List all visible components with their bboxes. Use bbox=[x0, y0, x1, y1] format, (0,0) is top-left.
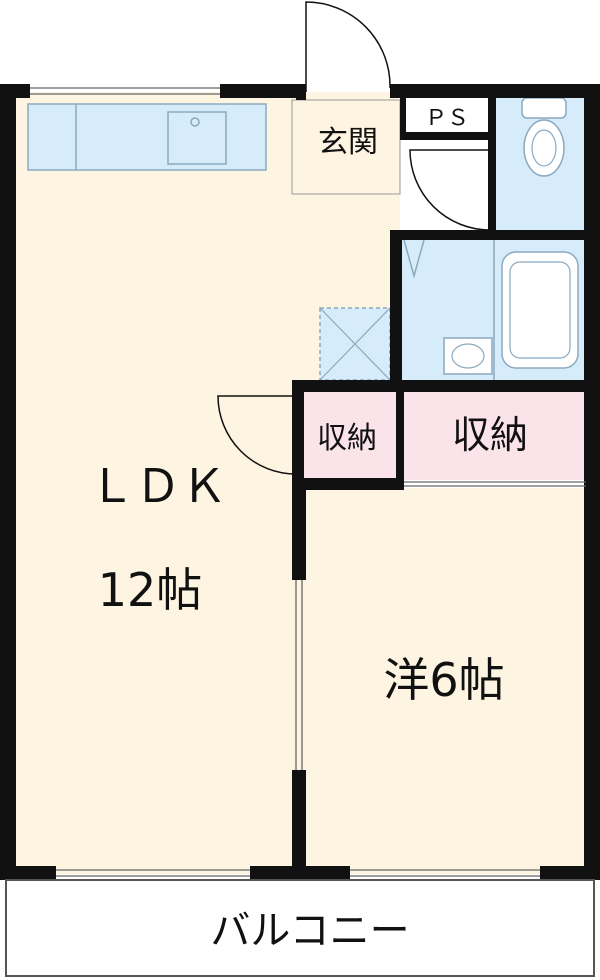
ldk-size-label: 12帖 bbox=[98, 563, 203, 617]
bath-door-icon bbox=[403, 239, 425, 279]
washbasin-icon bbox=[443, 337, 493, 375]
floor-areas bbox=[12, 92, 590, 874]
door-swings bbox=[217, 1, 491, 475]
ps-label: ＰＳ bbox=[425, 106, 469, 131]
bathtub-icon bbox=[501, 251, 579, 369]
ldk-door-icon bbox=[217, 395, 297, 475]
storage-large-floor bbox=[400, 388, 590, 480]
walls bbox=[0, 84, 600, 880]
storage-small-floor bbox=[300, 388, 400, 480]
sink-icon bbox=[167, 111, 227, 165]
western-room-floor bbox=[300, 488, 590, 874]
storage-small-label: 収納 bbox=[317, 421, 377, 456]
western-room-label: 洋6帖 bbox=[383, 653, 504, 707]
storage-large-label: 収納 bbox=[452, 413, 528, 457]
genkan-label: 玄関 bbox=[318, 125, 378, 160]
entrance-step bbox=[291, 99, 401, 195]
balcony bbox=[5, 879, 595, 977]
toilet-door-icon bbox=[409, 149, 491, 231]
entrance-floor bbox=[296, 92, 400, 194]
ldk-floor bbox=[12, 92, 300, 874]
windows bbox=[30, 87, 586, 877]
toilet-icon bbox=[521, 97, 567, 177]
drain-icon bbox=[190, 117, 200, 127]
counter-top bbox=[27, 103, 267, 171]
kitchen-counter bbox=[27, 103, 267, 171]
balcony-label: バルコニー bbox=[210, 908, 409, 954]
ldk-name-label: ＬＤＫ bbox=[89, 459, 227, 513]
front-door-icon bbox=[305, 1, 391, 92]
